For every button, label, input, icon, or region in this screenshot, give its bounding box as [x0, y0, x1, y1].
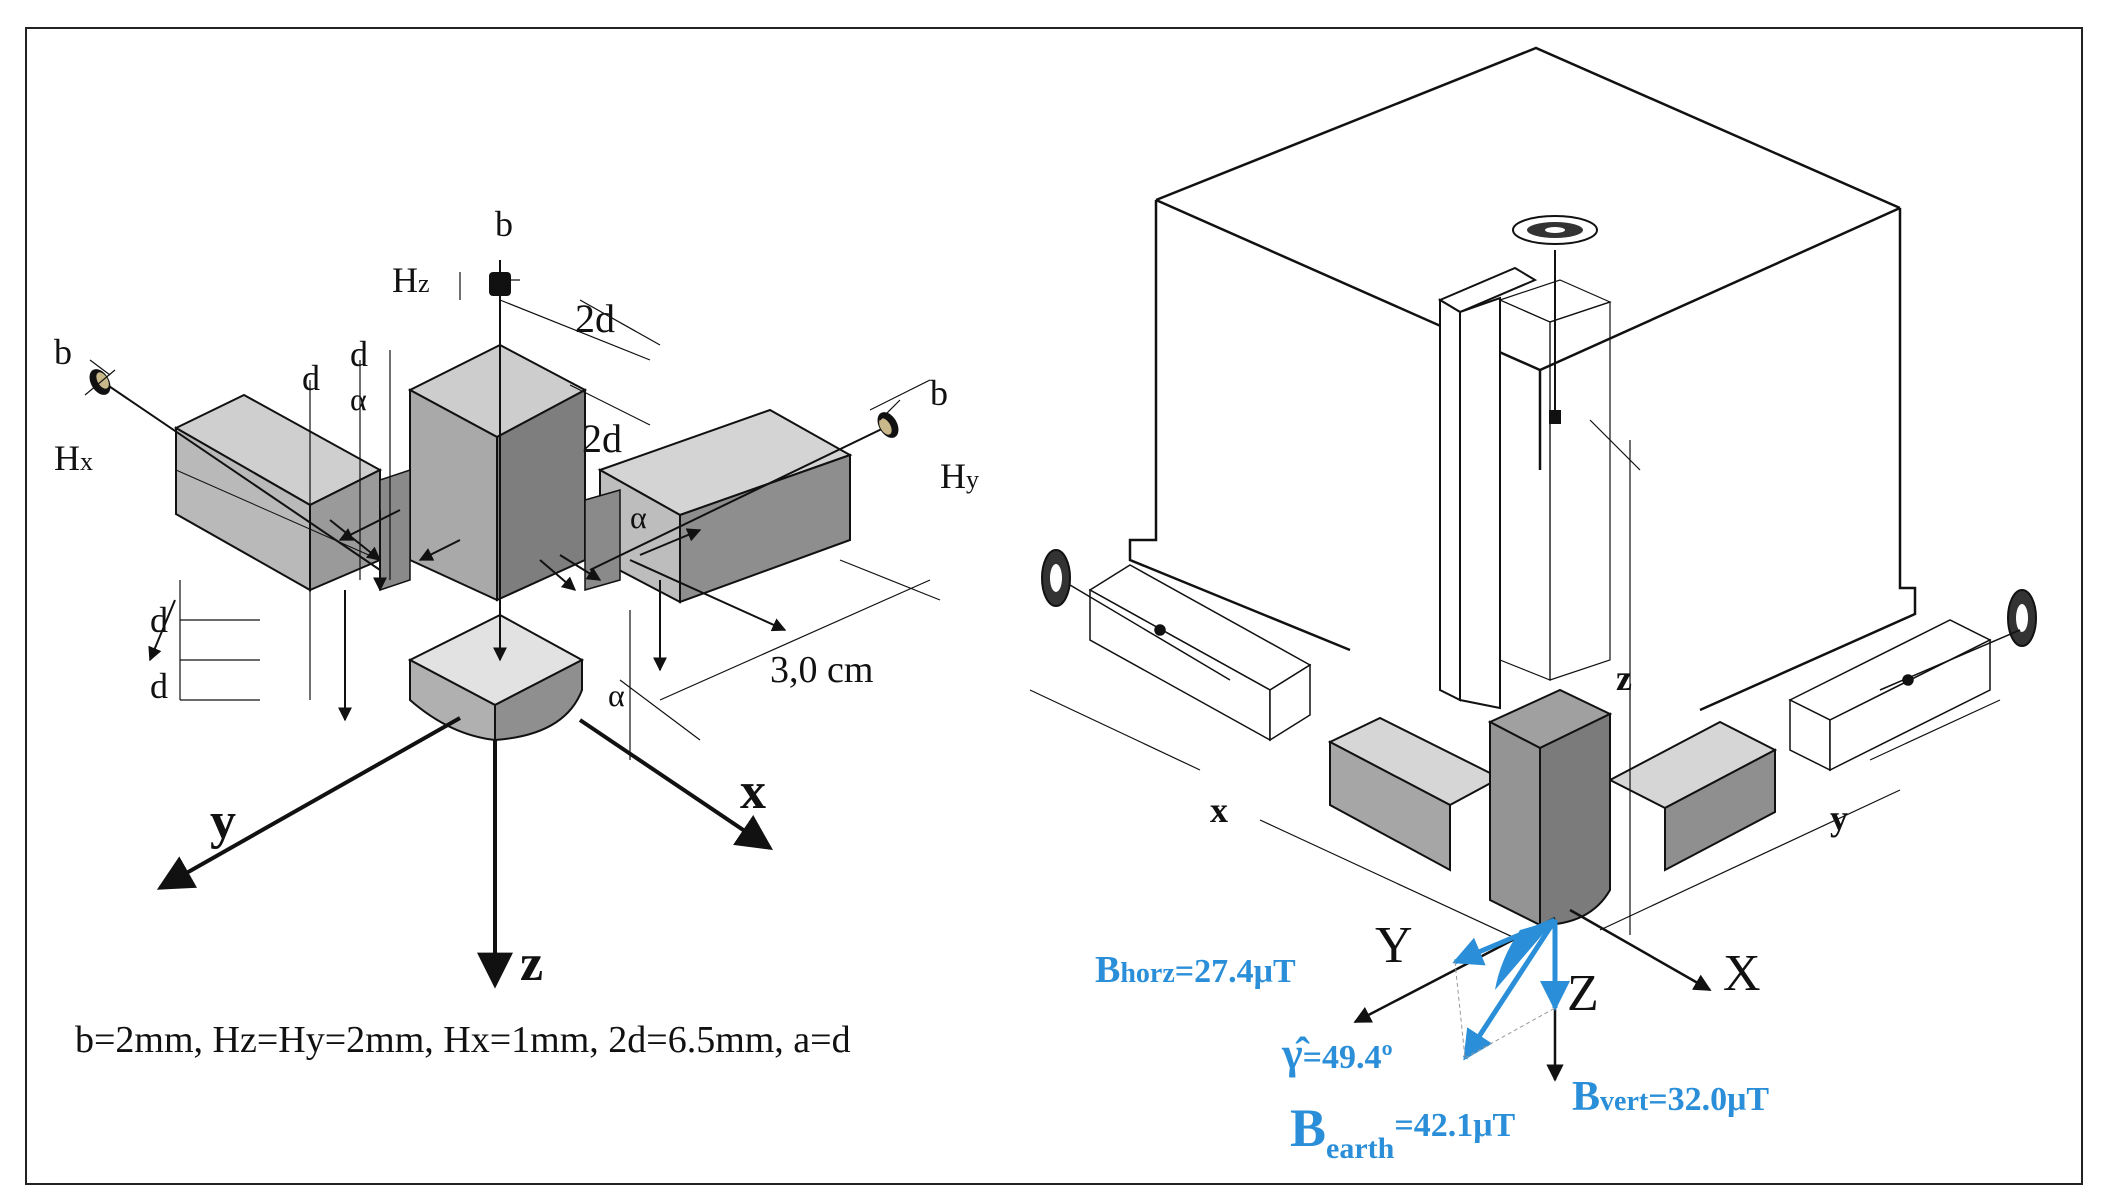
label-alpha-3: α — [608, 677, 625, 713]
label-alpha-1: α — [350, 381, 367, 417]
label-d-4: d — [150, 666, 168, 706]
label-d-1: d — [302, 358, 320, 398]
sensor-hy — [877, 412, 899, 438]
label-gamma: γ̂=49.4º — [1281, 1029, 1393, 1078]
axis-label-x: x — [740, 763, 766, 820]
label-d-2: d — [350, 334, 368, 374]
label-hy: Hy — [940, 456, 979, 496]
axis-label-x-small: x — [1210, 790, 1228, 830]
top-sensor-disk — [1512, 215, 1598, 245]
b-earth-arrow — [1462, 918, 1558, 1061]
label-2d-side: 2d — [582, 416, 622, 461]
label-b-earth: Bearth=42.1μT — [1290, 1098, 1515, 1165]
label-alpha-2: α — [630, 499, 647, 535]
b-horz-arrow — [1452, 917, 1556, 966]
center-column — [407, 343, 588, 602]
axis-label-y-small: y — [1830, 798, 1848, 838]
corner-piece-right — [584, 489, 621, 591]
label-b-horz: Bhorz=27.4μT — [1095, 949, 1296, 991]
vertical-probe — [1437, 250, 1612, 710]
axis-label-z: z — [520, 935, 543, 992]
label-b-left: b — [54, 332, 72, 372]
left-sensor-disk — [1041, 549, 1071, 607]
left-sensor-diagram: b b b Hz Hx Hy 2d 2d d d d d α α α 3,0 c… — [54, 204, 979, 1061]
right-sensor-holder — [1788, 619, 2021, 772]
axis-label-Y: Y — [1375, 917, 1413, 974]
axis-x-arrow — [578, 718, 773, 851]
gamma-wedge — [1495, 920, 1555, 990]
axis-X-arrow — [1569, 908, 1712, 992]
label-d-3: d — [150, 600, 168, 640]
axis-label-y: y — [210, 793, 236, 850]
figure-frame — [25, 27, 2083, 1185]
label-b-vert: Bvert=32.0μT — [1572, 1074, 1769, 1120]
right-sensor-disk — [2007, 589, 2037, 647]
corner-piece-left — [379, 468, 411, 592]
label-hz: Hz — [392, 260, 430, 300]
dimension-lines — [84, 272, 941, 760]
axis-label-z-small: z — [1616, 658, 1632, 698]
axis-label-X: X — [1723, 945, 1761, 1002]
label-length: 3,0 cm — [770, 649, 873, 691]
label-b-top: b — [495, 204, 513, 244]
left-arm-box — [173, 393, 383, 592]
base-block — [407, 613, 585, 742]
enclosure-outline — [1128, 46, 1917, 712]
left-sensor-holder — [1069, 564, 1312, 742]
caption: b=2mm, Hz=Hy=2mm, Hx=1mm, 2d=6.5mm, a=d — [75, 1019, 851, 1061]
right-assembly-diagram: x y z X Y Z Bhorz=27.4μT γ̂=49.4º Bearth… — [1029, 46, 2037, 1165]
axis-y-arrow — [156, 716, 461, 890]
label-b-right: b — [930, 373, 948, 413]
label-2d-top: 2d — [575, 296, 615, 341]
right-sensor-base — [1327, 688, 1778, 927]
axis-label-Z: Z — [1567, 965, 1599, 1022]
thin-axes — [1029, 419, 2001, 946]
sensor-hz — [489, 272, 511, 296]
label-hx: Hx — [54, 438, 93, 478]
